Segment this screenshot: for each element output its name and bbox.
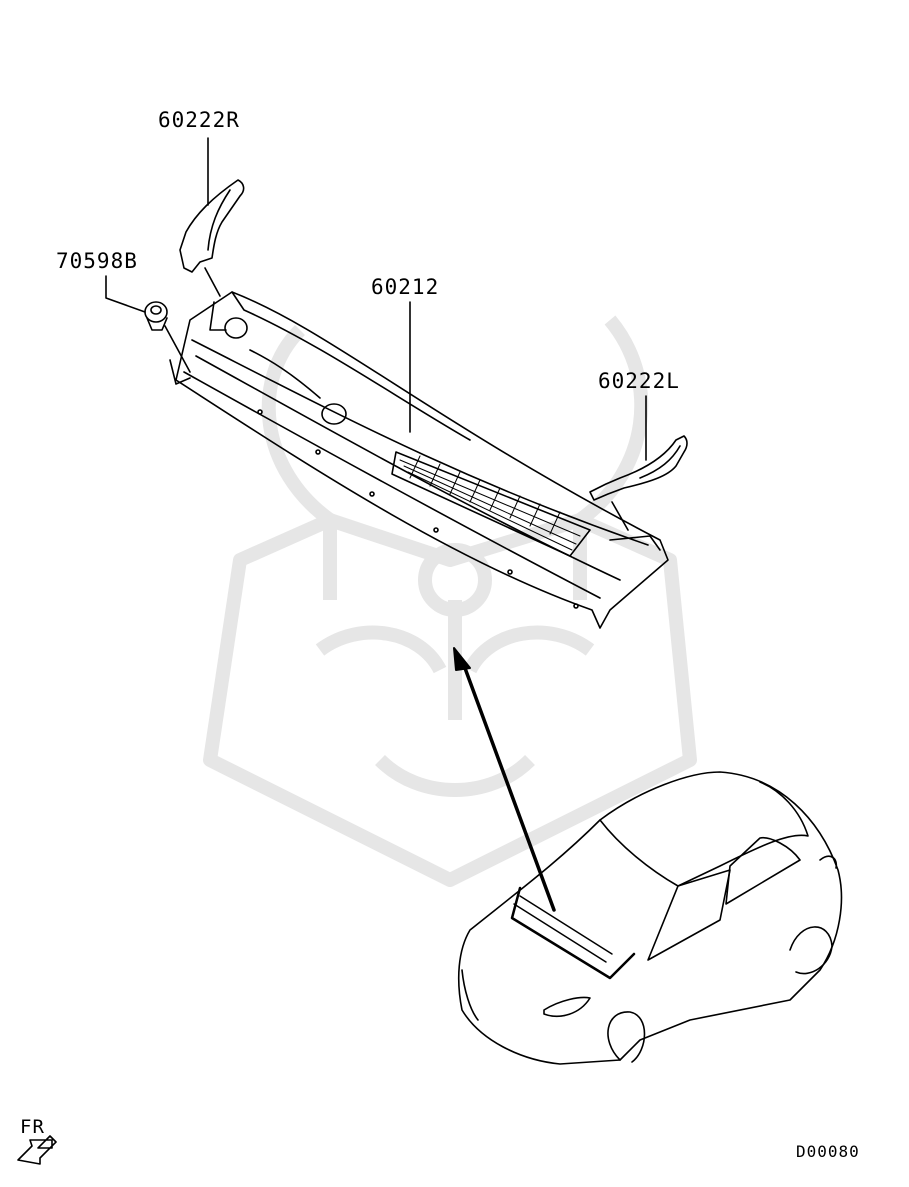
part-60222l-drawing xyxy=(589,435,688,501)
direction-arrow-icon xyxy=(17,1135,57,1165)
callout-70598b: 70598B xyxy=(56,249,138,273)
direction-label: FR xyxy=(20,1116,45,1138)
location-arrow xyxy=(453,647,556,912)
leader-line-p4b xyxy=(611,501,629,531)
leader-line-p2 xyxy=(105,275,146,313)
leader-line-p2b xyxy=(164,325,191,373)
watermark-logo xyxy=(203,315,697,887)
vehicle-drawing xyxy=(457,771,843,1065)
callout-60222l: 60222L xyxy=(598,369,680,393)
part-60222r-drawing xyxy=(179,179,245,273)
diagram-code: D00080 xyxy=(796,1142,860,1161)
part-70598b-drawing xyxy=(144,301,168,331)
callout-60222r: 60222R xyxy=(158,108,240,132)
callout-60212: 60212 xyxy=(371,275,440,299)
part-60212-drawing xyxy=(169,291,669,629)
leader-line-p1b xyxy=(204,267,221,297)
